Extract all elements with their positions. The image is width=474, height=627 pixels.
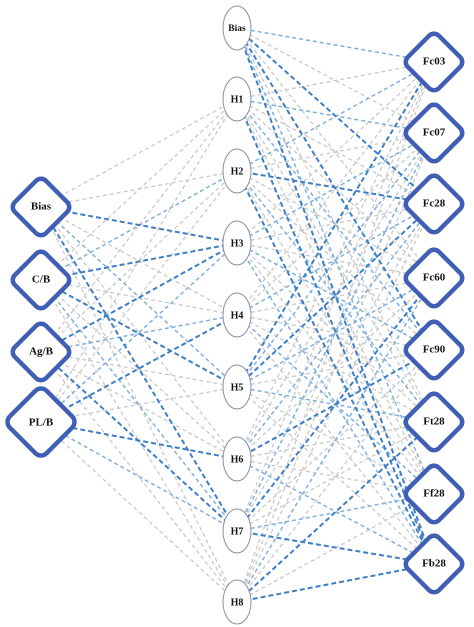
connection-line-agb-h5 — [40, 351, 238, 388]
hidden-node-h7: H7 — [222, 508, 252, 554]
output-node-fc90: Fc90 — [403, 319, 465, 381]
connection-line-h3-fc03 — [236, 61, 435, 244]
hidden-node-h1: H1 — [222, 76, 252, 122]
connection-line-plb-h5 — [40, 386, 238, 423]
input-node-cb: C/B — [10, 249, 72, 311]
output-node-label: Fb28 — [422, 558, 446, 570]
connection-line-h5-fc03 — [236, 61, 435, 388]
output-node-ff28: Ff28 — [403, 463, 465, 525]
connection-line-agb-h1 — [40, 98, 238, 353]
input-node-bias: Bias — [10, 176, 72, 238]
connection-line-plb-h8 — [40, 421, 238, 603]
connection-line-bias_in-h3 — [40, 206, 238, 244]
connection-line-h8-fc60 — [236, 277, 435, 603]
output-node-label: Ft28 — [423, 416, 445, 428]
connection-line-bias_h-fb28 — [236, 27, 435, 565]
connection-line-h1-fc03 — [236, 61, 435, 100]
output-node-fc03: Fc03 — [403, 31, 465, 93]
hidden-node-label: H8 — [231, 597, 244, 608]
connection-line-cb-h3 — [40, 242, 238, 281]
output-node-fc60: Fc60 — [403, 247, 465, 309]
hidden-node-label: Bias — [228, 24, 246, 34]
connection-line-h7-ft28 — [236, 421, 435, 532]
input-node-agb: Ag/B — [10, 321, 72, 383]
connection-line-h1-fc28 — [236, 98, 435, 205]
connection-line-bias_h-ff28 — [236, 27, 435, 495]
connection-line-bias_in-h4 — [40, 206, 238, 316]
connection-line-h8-fb28 — [236, 563, 435, 603]
connection-line-h2-fc28 — [236, 170, 435, 205]
connection-line-cb-h5 — [40, 279, 238, 388]
hidden-node-h4: H4 — [222, 292, 252, 338]
hidden-node-h3: H3 — [222, 220, 252, 266]
hidden-node-label: H1 — [231, 94, 244, 105]
connection-line-h7-fc60 — [236, 277, 435, 532]
hidden-node-label: H2 — [231, 166, 244, 177]
output-node-fc07: Fc07 — [403, 102, 465, 164]
connection-line-bias_in-h7 — [40, 206, 238, 532]
connection-line-plb-h3 — [40, 242, 238, 423]
input-node-label: Bias — [31, 201, 52, 213]
hidden-node-bias: Bias — [222, 5, 252, 51]
input-node-label: C/B — [32, 274, 51, 286]
output-node-label: Fc60 — [423, 272, 446, 284]
connection-line-bias_h-fc07 — [236, 27, 435, 134]
connection-line-bias_h-fc28 — [236, 27, 435, 205]
hidden-node-h2: H2 — [222, 148, 252, 194]
connection-line-agb-h8 — [40, 351, 238, 603]
connection-line-agb-h3 — [40, 242, 238, 353]
connection-line-bias_h-fc90 — [236, 27, 435, 351]
output-node-ft28: Ft28 — [403, 391, 465, 453]
output-layer: Fc03 Fc07 Fc28 Fc60 Fc90 Ft28 — [403, 31, 465, 595]
connection-line-agb-h6 — [40, 351, 238, 460]
connection-line-plb-h4 — [40, 314, 238, 423]
connection-line-bias_in-h6 — [40, 206, 238, 460]
output-node-fb28: Fb28 — [403, 533, 465, 595]
input-node-label: PL/B — [29, 417, 54, 429]
connection-line-h4-fc03 — [236, 61, 435, 316]
input-node-label: Ag/B — [29, 346, 54, 358]
connection-line-bias_h-fc03 — [236, 27, 435, 63]
connection-line-h2-fb28 — [236, 170, 435, 565]
connection-line-h5-fc60 — [236, 277, 435, 388]
hidden-node-label: H3 — [231, 238, 244, 249]
hidden-node-label: H4 — [231, 310, 244, 321]
output-node-label: Fc90 — [423, 344, 446, 356]
connection-line-h3-fc90 — [236, 242, 435, 351]
input-node-plb: PL/B — [5, 386, 77, 458]
connection-line-bias_in-h1 — [40, 98, 238, 208]
connection-line-h4-fc07 — [236, 132, 435, 316]
connection-line-cb-h6 — [40, 279, 238, 460]
connection-layer — [40, 27, 435, 603]
output-node-fc28: Fc28 — [403, 173, 465, 235]
connection-line-h6-fc03 — [236, 61, 435, 460]
input-layer: Bias C/B Ag/B PL/B — [5, 176, 77, 458]
hidden-node-label: H7 — [231, 526, 244, 537]
connection-line-h8-ft28 — [236, 421, 435, 603]
connection-line-plb-h7 — [40, 421, 238, 532]
hidden-node-label: H6 — [231, 454, 244, 465]
hidden-layer: Bias H1 H2 H3 H4 H5 — [222, 5, 252, 625]
hidden-node-label: H5 — [231, 382, 244, 393]
connection-line-h8-fc90 — [236, 349, 435, 603]
connection-line-h5-fb28 — [236, 386, 435, 565]
connection-line-h7-fb28 — [236, 530, 435, 565]
output-node-label: Fc03 — [423, 56, 446, 68]
hidden-node-h6: H6 — [222, 436, 252, 482]
output-node-label: Fc28 — [423, 198, 446, 210]
connection-line-agb-h4 — [40, 314, 238, 353]
output-node-label: Ff28 — [423, 488, 445, 500]
connection-line-cb-h1 — [40, 98, 238, 281]
hidden-node-h5: H5 — [222, 364, 252, 410]
connection-line-h5-fc28 — [236, 203, 435, 388]
hidden-node-h8: H8 — [222, 579, 252, 625]
output-node-label: Fc07 — [423, 127, 446, 139]
connection-line-h6-fb28 — [236, 458, 435, 565]
connection-line-h7-ff28 — [236, 493, 435, 532]
